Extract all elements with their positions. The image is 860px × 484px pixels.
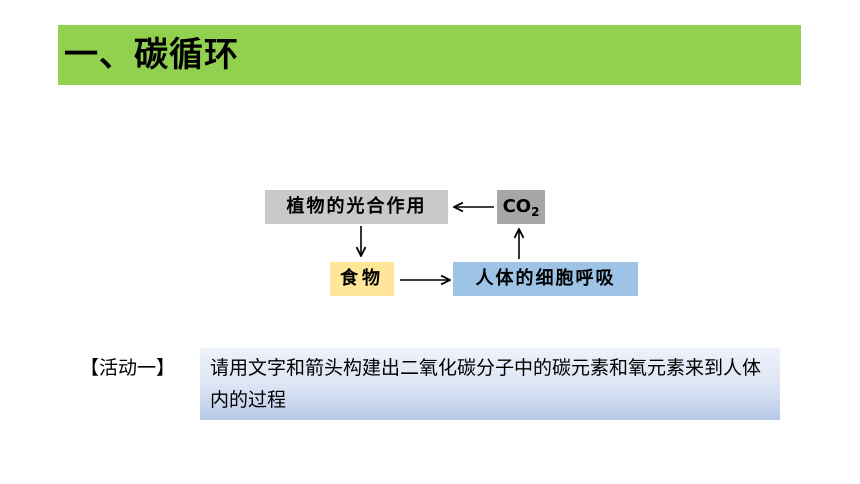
task-box [200,348,780,420]
node-photosynthesis: 植物的光合作用 [265,190,448,224]
page-title: 一、碳循环 [64,35,239,75]
co2-formula: CO [502,196,532,217]
node-co2: CO2 [497,190,545,224]
activity-label: 【活动一】 [80,357,176,379]
co2-subscript: 2 [531,205,540,219]
node-food: 食物 [330,262,394,296]
node-respiration: 人体的细胞呼吸 [453,262,638,296]
title-bar [58,25,801,85]
task-text: 请用文字和箭头构建出二氧化碳分子中的碳元素和氧元素来到人体内的过程 [210,357,762,411]
